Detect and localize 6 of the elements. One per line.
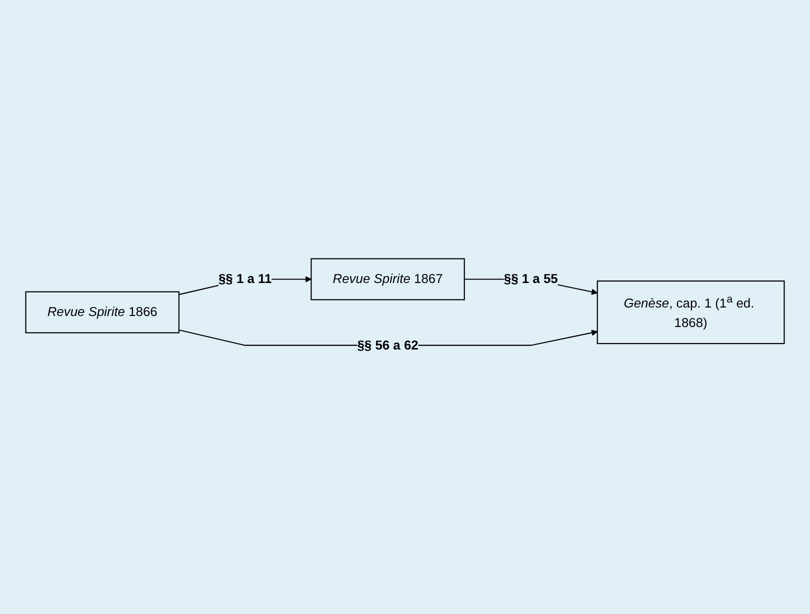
edge-label: §§ 56 a 62 [357, 338, 418, 352]
node-box: Revue Spirite 1867 [310, 258, 465, 300]
edge-label: §§ 1 a 55 [504, 272, 558, 286]
edge-label: §§ 1 a 11 [218, 272, 272, 286]
node-box: Genèse, cap. 1 (1$^{a}$ ed. 1868) [596, 280, 785, 344]
node-box: Revue Spirite 1866 [25, 291, 180, 334]
